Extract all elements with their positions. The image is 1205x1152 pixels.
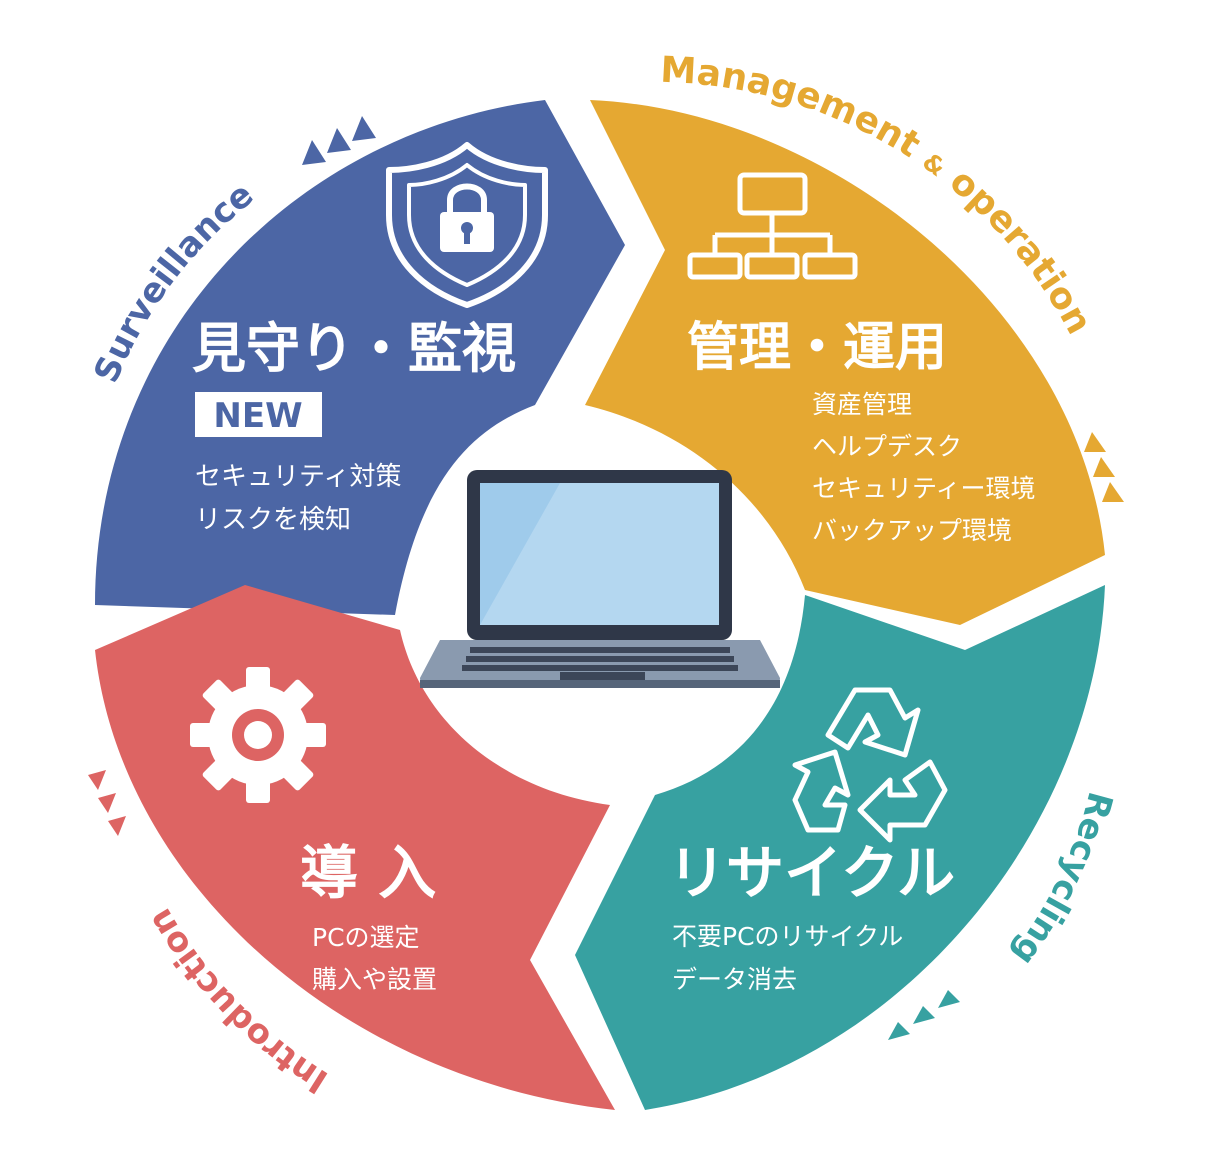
segment-line: 不要PCのリサイクル (672, 922, 903, 951)
segment-title-surveillance: 見守り・監視 (192, 317, 516, 380)
arrows-introduction (88, 770, 126, 836)
segment-line: セキュリティ対策 (195, 462, 401, 492)
laptop-icon (420, 470, 780, 688)
segment-title-introduction: 導 入 (300, 839, 436, 907)
segment-line: 購入や設置 (312, 965, 437, 994)
segment-line: セキュリティー環境 (812, 474, 1036, 503)
segment-line: バックアップ環境 (812, 516, 1012, 545)
shield-lock-icon (386, 142, 548, 308)
segment-line: 資産管理 (812, 390, 912, 419)
segment-management (585, 100, 1105, 625)
arrows-surveillance (302, 116, 376, 165)
arrows-recycling (888, 990, 960, 1040)
recycle-icon (792, 687, 948, 843)
segment-line: ヘルプデスク (812, 432, 962, 461)
segment-line: データ消去 (672, 965, 797, 994)
segment-title-recycling: リサイクル (668, 839, 955, 907)
segment-recycling (575, 585, 1105, 1110)
segment-line: PCの選定 (312, 923, 420, 952)
segment-line: リスクを検知 (195, 505, 351, 535)
org-chart-icon (687, 172, 858, 280)
new-badge: NEW (213, 396, 302, 436)
gear-icon (190, 667, 326, 803)
arrows-management (1084, 432, 1124, 502)
new-badge-bg (195, 392, 322, 437)
segment-title-management: 管理・運用 (687, 318, 947, 378)
